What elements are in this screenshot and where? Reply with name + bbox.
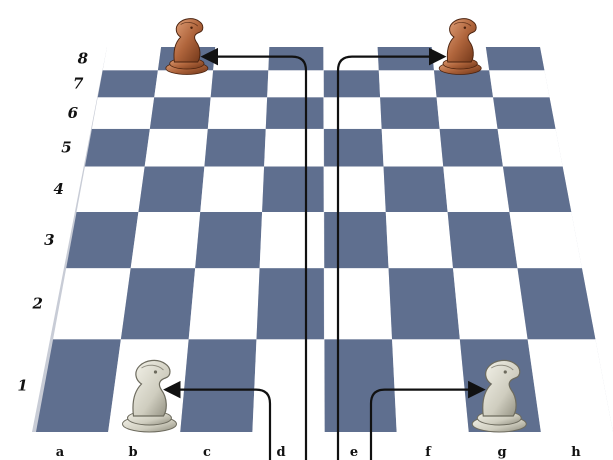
square-b6 (150, 97, 211, 129)
square-c5 (204, 129, 265, 167)
square-d8 (268, 47, 323, 70)
square-e5 (324, 129, 384, 167)
square-a8 (103, 47, 161, 70)
square-f1 (392, 339, 469, 432)
square-f2 (389, 268, 460, 339)
square-a4 (77, 166, 145, 212)
board-squares (32, 47, 613, 432)
square-h2 (517, 268, 595, 339)
square-c1 (180, 339, 256, 432)
file-label: c (203, 445, 211, 460)
square-e1 (324, 339, 396, 432)
rank-label: 5 (61, 139, 71, 157)
square-d4 (262, 166, 324, 212)
square-h6 (493, 97, 555, 129)
square-a3 (66, 212, 138, 268)
square-c8 (213, 47, 269, 70)
square-b3 (131, 212, 201, 268)
square-f8 (378, 47, 434, 70)
square-f4 (384, 166, 448, 212)
square-e8 (324, 47, 379, 70)
square-e7 (324, 70, 381, 97)
square-b5 (145, 129, 208, 167)
square-f5 (382, 129, 444, 167)
square-d2 (256, 268, 324, 339)
square-c3 (195, 212, 262, 268)
file-label: e (350, 445, 358, 460)
file-label: d (276, 445, 285, 460)
square-b2 (121, 268, 195, 339)
black-knight-icon (166, 19, 208, 75)
square-g2 (453, 268, 528, 339)
square-d6 (266, 97, 324, 129)
square-e2 (324, 268, 392, 339)
square-f7 (379, 70, 437, 97)
square-g5 (440, 129, 503, 167)
square-e4 (324, 166, 386, 212)
square-d5 (264, 129, 324, 167)
square-f3 (386, 212, 453, 268)
square-a7 (98, 70, 158, 97)
rank-label: 3 (44, 231, 54, 249)
square-h4 (503, 166, 571, 212)
file-label: b (128, 445, 137, 460)
square-h1 (528, 339, 613, 432)
square-d3 (260, 212, 324, 268)
square-h7 (489, 70, 549, 97)
square-g4 (443, 166, 509, 212)
square-d7 (267, 70, 323, 97)
rank-label: 6 (68, 104, 79, 122)
square-g6 (437, 97, 498, 129)
rank-label: 8 (78, 50, 89, 68)
rank-label: 7 (73, 75, 84, 93)
square-b4 (138, 166, 204, 212)
square-h8 (486, 47, 545, 70)
square-f6 (380, 97, 440, 129)
file-label: a (56, 445, 65, 460)
square-d1 (252, 339, 324, 432)
square-a2 (53, 268, 131, 339)
square-c4 (200, 166, 264, 212)
rank-label: 1 (17, 377, 27, 395)
square-h5 (498, 129, 563, 167)
square-c6 (208, 97, 267, 129)
square-e3 (324, 212, 389, 268)
rank-label: 4 (54, 180, 64, 198)
square-a6 (92, 97, 154, 129)
file-label: h (571, 445, 581, 460)
square-c7 (211, 70, 269, 97)
square-g3 (448, 212, 518, 268)
square-a5 (85, 129, 150, 167)
square-e6 (324, 97, 382, 129)
square-c2 (189, 268, 260, 339)
file-label: g (497, 445, 506, 460)
rank-label: 2 (31, 295, 42, 313)
square-h3 (509, 212, 581, 268)
file-label: f (425, 445, 432, 460)
black-knight-icon (439, 19, 481, 75)
